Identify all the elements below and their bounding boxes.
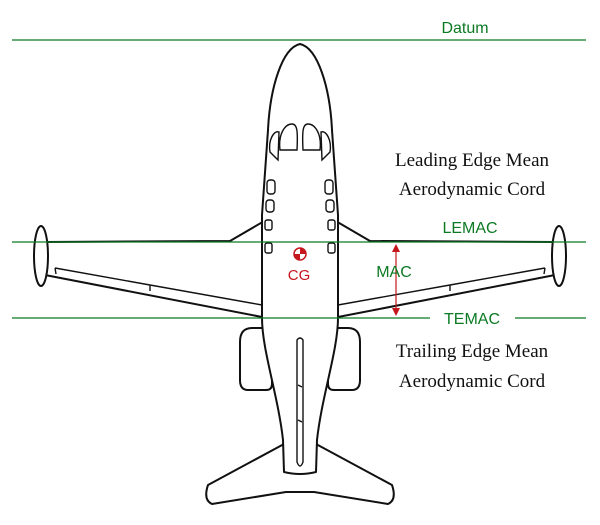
left-aileron xyxy=(54,267,151,291)
cabin-window-right-1 xyxy=(324,179,334,195)
temac-label: TEMAC xyxy=(444,311,500,328)
cabin-window-right-2 xyxy=(325,199,335,213)
cabin-window-right-3 xyxy=(327,219,336,231)
right-tip-tank xyxy=(551,225,567,287)
right-flap xyxy=(337,284,451,306)
trailing-edge-label-line2: Aerodynamic Cord xyxy=(399,371,546,392)
cabin-window-left-3 xyxy=(264,219,273,231)
cockpit-side-window-right xyxy=(320,131,332,162)
leading-edge-label-line1: Leading Edge Mean xyxy=(395,150,550,171)
right-aileron xyxy=(449,267,546,291)
windshield-left xyxy=(278,123,299,151)
cabin-window-left-4 xyxy=(264,242,273,254)
lemac-label: LEMAC xyxy=(442,220,497,237)
cabin-window-left-2 xyxy=(265,199,275,213)
cabin-window-left-1 xyxy=(266,179,276,195)
mac-label: MAC xyxy=(376,264,412,281)
leading-edge-label-line2: Aerodynamic Cord xyxy=(399,179,546,200)
trailing-edge-label-line1: Trailing Edge Mean xyxy=(396,341,549,362)
fin-detail xyxy=(297,384,303,423)
mac-dimension-arrow xyxy=(392,244,400,316)
aircraft-top-view xyxy=(33,43,567,505)
vertical-fin xyxy=(296,337,304,467)
cg-symbol-icon xyxy=(293,247,307,261)
left-tip-tank xyxy=(33,225,49,287)
datum-label: Datum xyxy=(441,20,488,37)
cabin-window-right-4 xyxy=(327,242,336,254)
cg-label: CG xyxy=(288,267,311,284)
cockpit-side-window-left xyxy=(268,131,280,162)
left-flap xyxy=(149,284,263,306)
windshield-right xyxy=(301,123,322,151)
